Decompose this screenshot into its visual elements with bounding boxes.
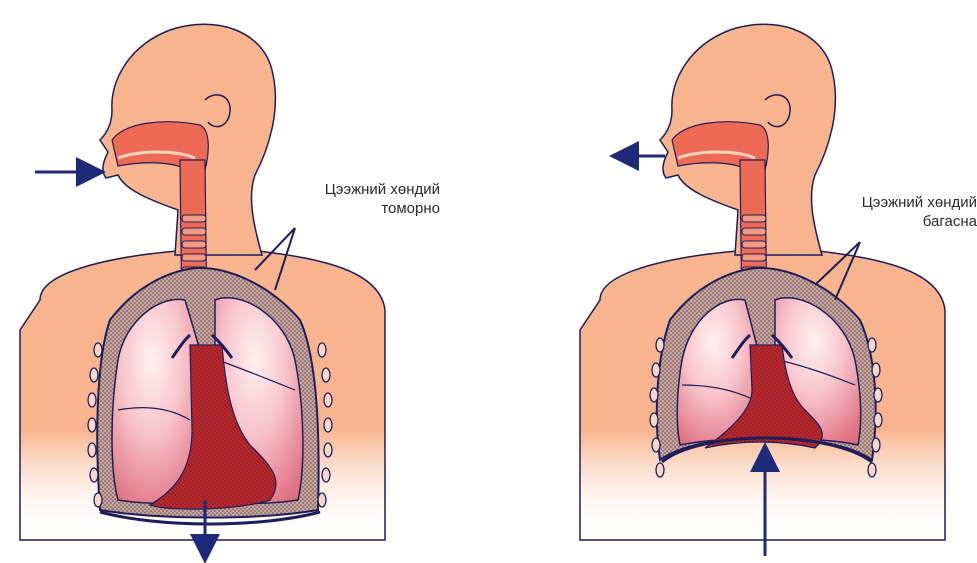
figure-inhale bbox=[20, 24, 385, 558]
label-exhale-line1: Цээжний хөндий bbox=[815, 193, 977, 212]
label-exhale-line2: багасна bbox=[815, 212, 977, 231]
label-inhale-line2: томорно bbox=[280, 199, 440, 218]
label-exhale: Цээжний хөндий багасна bbox=[815, 193, 977, 231]
label-inhale: Цээжний хөндий томорно bbox=[280, 180, 440, 218]
figure-exhale bbox=[580, 24, 945, 556]
label-inhale-line1: Цээжний хөндий bbox=[280, 180, 440, 199]
